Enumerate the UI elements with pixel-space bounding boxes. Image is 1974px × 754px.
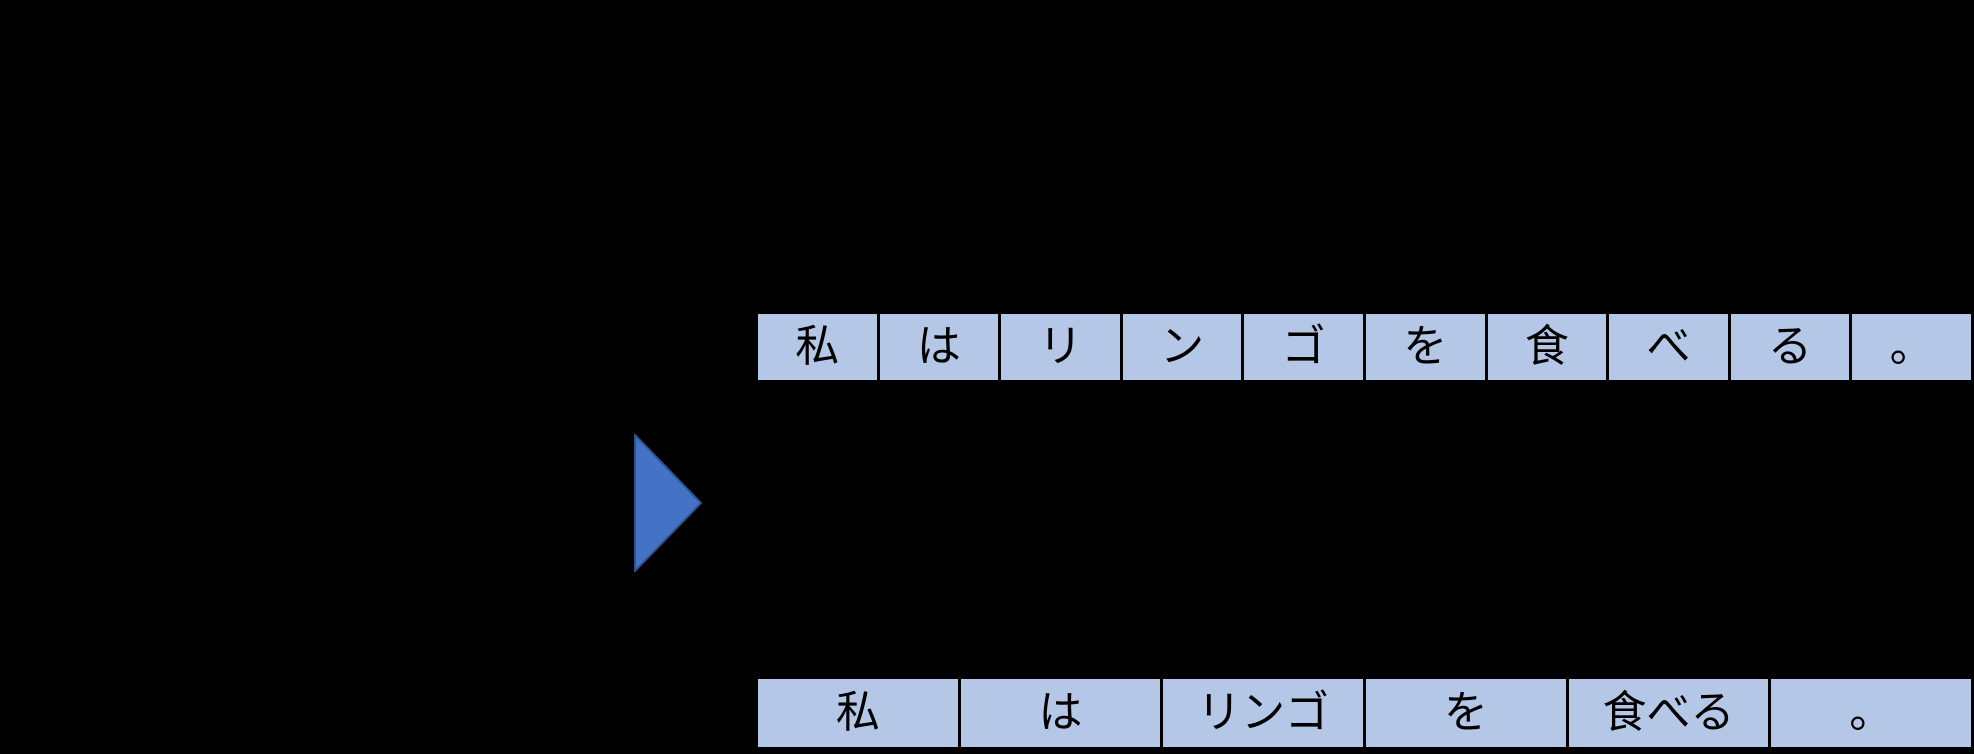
token-cell: を (1363, 679, 1566, 747)
token-cell: ン (1119, 314, 1242, 380)
character-token-row: 私 は リ ン ゴ を 食 べ る 。 (755, 311, 1974, 383)
token-cell: 。 (1849, 314, 1971, 380)
token-text: ン (1160, 321, 1205, 372)
token-text: 私 (835, 687, 880, 738)
token-cell: 食 (1484, 314, 1607, 380)
token-cell: 。 (1768, 679, 1971, 747)
token-cell: べ (1606, 314, 1728, 380)
token-text: 食べる (1602, 687, 1735, 738)
arrow-right-icon (634, 434, 702, 572)
token-cell: は (876, 314, 999, 380)
token-text: 食 (1524, 321, 1569, 372)
token-text: べ (1646, 321, 1691, 372)
token-text: を (1403, 321, 1448, 372)
token-cell: 食べる (1565, 679, 1769, 747)
arrow-right-shape (634, 434, 702, 572)
token-text: リ (1038, 321, 1083, 372)
token-cell: る (1727, 314, 1850, 380)
word-token-row: 私 は リンゴ を 食べる 。 (755, 676, 1974, 750)
token-text: は (916, 321, 961, 372)
token-text: る (1768, 321, 1813, 372)
token-text: 。 (1849, 687, 1894, 738)
token-text: ゴ (1281, 321, 1326, 372)
token-cell: ゴ (1241, 314, 1363, 380)
token-cell: を (1362, 314, 1485, 380)
token-text: 私 (795, 321, 840, 372)
token-cell: リ (998, 314, 1120, 380)
token-cell: は (957, 679, 1161, 747)
token-text: 。 (1889, 321, 1934, 372)
token-text: は (1038, 687, 1083, 738)
token-text: リンゴ (1197, 687, 1330, 738)
token-text: を (1443, 687, 1488, 738)
token-cell: 私 (758, 679, 958, 747)
token-cell: リンゴ (1160, 679, 1363, 747)
token-cell: 私 (758, 314, 877, 380)
